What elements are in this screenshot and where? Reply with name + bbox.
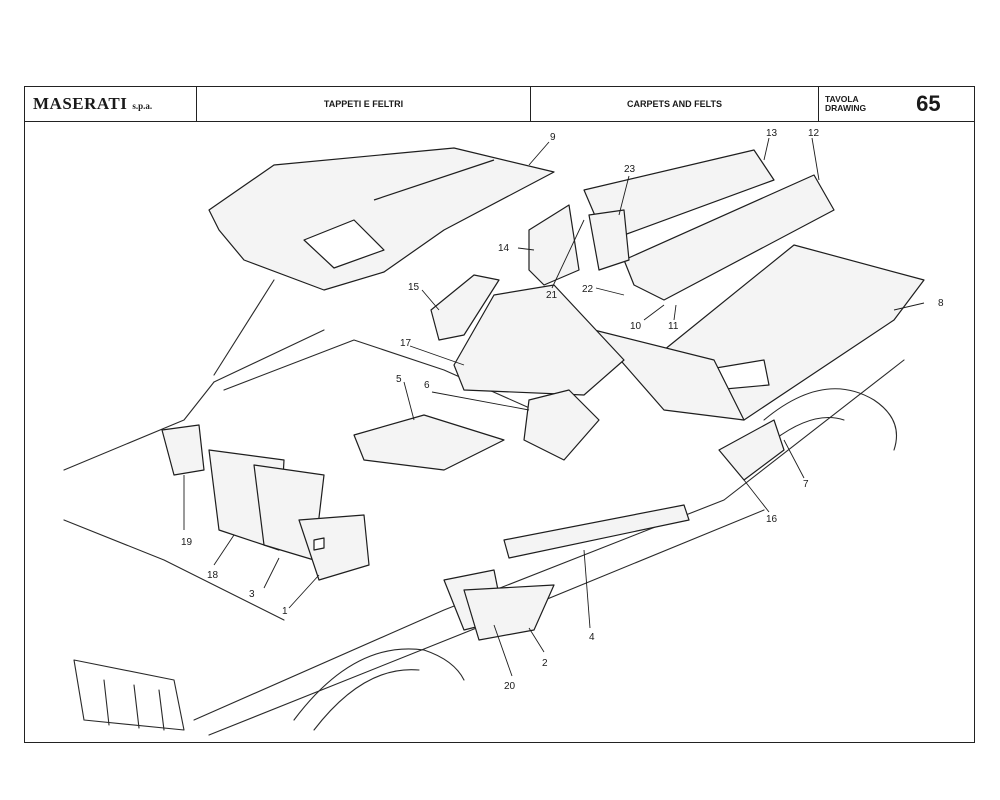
part-2-floor [463,584,555,641]
part-14-panel [528,204,580,286]
part-6-console [523,389,600,461]
leader-lines [183,137,925,677]
exploded-view-illustration: 9 13 12 23 14 15 21 22 10 11 8 17 5 6 7 … [63,128,944,736]
drawing-number: 65 [916,91,941,116]
title-english: CARPETS AND FELTS [531,87,819,121]
title-block: MASERATI s.p.a. TAPPETI E FELTRI CARPETS… [25,87,974,122]
callout-22: 22 [582,284,594,295]
callout-14: 14 [498,243,510,254]
callout-numbers: 9 13 12 23 14 15 21 22 10 11 8 17 5 6 7 … [181,128,944,692]
carpet-parts [161,147,925,641]
callout-7: 7 [803,479,809,490]
callout-1: 1 [282,606,288,617]
callout-13: 13 [766,128,778,139]
part-12-trim [623,174,835,301]
part-5-front-floor [353,414,505,471]
part-23-bracket [588,209,630,271]
brand-name: MASERATI [33,94,128,113]
part-15-felt [430,274,500,341]
part-19-carpet [161,424,205,476]
callout-8: 8 [938,298,944,309]
callout-5: 5 [396,374,402,385]
drawing-label-it: TAVOLA [825,94,859,104]
car-body-outline [63,279,905,736]
part-7-arch-felt [718,419,785,481]
title-italian: TAPPETI E FELTRI [197,87,531,121]
callout-3: 3 [249,589,255,600]
drawing-label: TAVOLA DRAWING [825,95,866,113]
brand-suffix: s.p.a. [132,101,153,111]
drawing-frame: MASERATI s.p.a. TAPPETI E FELTRI CARPETS… [24,86,975,743]
part-9-rear-carpet [208,147,555,291]
brand-cell: MASERATI s.p.a. [25,87,197,121]
drawing-label-en: DRAWING [825,103,867,113]
callout-10: 10 [630,321,642,332]
part-16-side-trim [593,329,745,421]
callout-17: 17 [400,338,412,349]
callout-19: 19 [181,537,193,548]
callout-12: 12 [808,128,820,139]
part-17-tunnel [453,284,625,396]
callout-6: 6 [424,380,430,391]
callout-15: 15 [408,282,420,293]
callout-16: 16 [766,514,778,525]
callout-21: 21 [546,290,558,301]
callout-18: 18 [207,570,219,581]
part-1-carpet [298,514,370,581]
callout-23: 23 [624,164,636,175]
part-4-sill-strip [503,504,690,559]
callout-20: 20 [504,681,516,692]
callout-4: 4 [589,632,595,643]
callout-2: 2 [542,658,548,669]
drawing-cell: TAVOLA DRAWING 65 [819,87,976,121]
callout-11: 11 [668,321,679,332]
callout-9: 9 [550,132,556,143]
